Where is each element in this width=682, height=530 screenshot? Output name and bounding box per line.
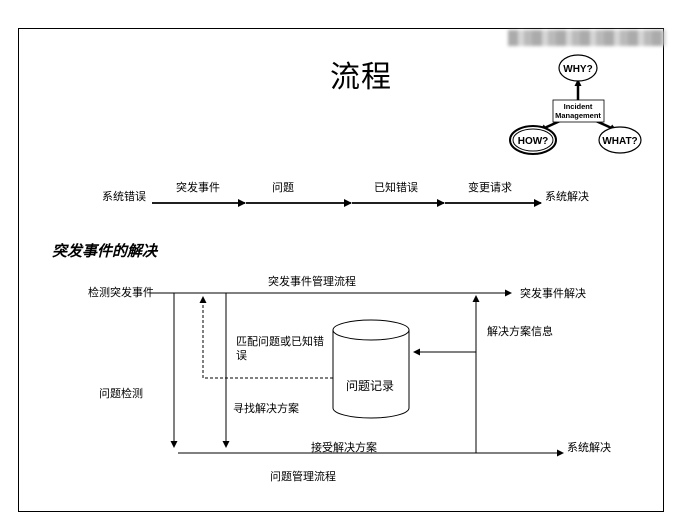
incident-management-logo: WHY? Incident Management HOW? WHAT? bbox=[509, 54, 642, 155]
solution-info-label: 解决方案信息 bbox=[487, 325, 553, 338]
why-ellipse bbox=[558, 54, 598, 82]
incident-resolved-label: 突发事件解决 bbox=[520, 287, 586, 300]
accept-solution-label: 接受解决方案 bbox=[311, 441, 377, 454]
process-diagram bbox=[150, 289, 564, 457]
section-title: 突发事件的解决 bbox=[52, 242, 158, 260]
problem-detection-label: 问题检测 bbox=[99, 387, 143, 400]
what-label: WHAT? bbox=[602, 136, 637, 147]
flow-step-label: 变更请求 bbox=[468, 181, 512, 194]
blurred-watermark bbox=[508, 30, 666, 46]
how-inner-ring bbox=[512, 128, 554, 152]
flow-start-label: 系统错误 bbox=[102, 190, 146, 203]
problem-record-cylinder bbox=[332, 319, 410, 419]
slide-frame bbox=[18, 28, 664, 512]
what-ellipse bbox=[598, 126, 642, 154]
why-label: WHY? bbox=[563, 64, 592, 75]
match-label-line2: 误 bbox=[236, 349, 247, 362]
incident-label: Incident bbox=[564, 102, 593, 111]
detect-incident-label: 检测突发事件 bbox=[88, 286, 154, 299]
flow-step-label: 已知错误 bbox=[374, 181, 418, 194]
management-label: Management bbox=[555, 111, 601, 120]
flow-step-label: 突发事件 bbox=[176, 181, 220, 194]
problem-process-label: 问题管理流程 bbox=[270, 470, 336, 483]
slide-title: 流程 bbox=[330, 60, 392, 95]
incident-box bbox=[552, 99, 605, 123]
match-feedback-arrow bbox=[199, 296, 333, 379]
problem-record-label: 问题记录 bbox=[346, 379, 395, 393]
find-solution-label: 寻找解决方案 bbox=[233, 402, 299, 415]
match-label-line1: 匹配问题或已知错 bbox=[236, 335, 324, 348]
incident-process-label: 突发事件管理流程 bbox=[268, 275, 356, 288]
how-ellipse bbox=[509, 125, 557, 155]
system-resolved-label: 系统解决 bbox=[567, 441, 611, 454]
how-label: HOW? bbox=[518, 136, 549, 147]
flow-end-label: 系统解决 bbox=[545, 190, 589, 203]
flow-step-label: 问题 bbox=[272, 181, 294, 194]
